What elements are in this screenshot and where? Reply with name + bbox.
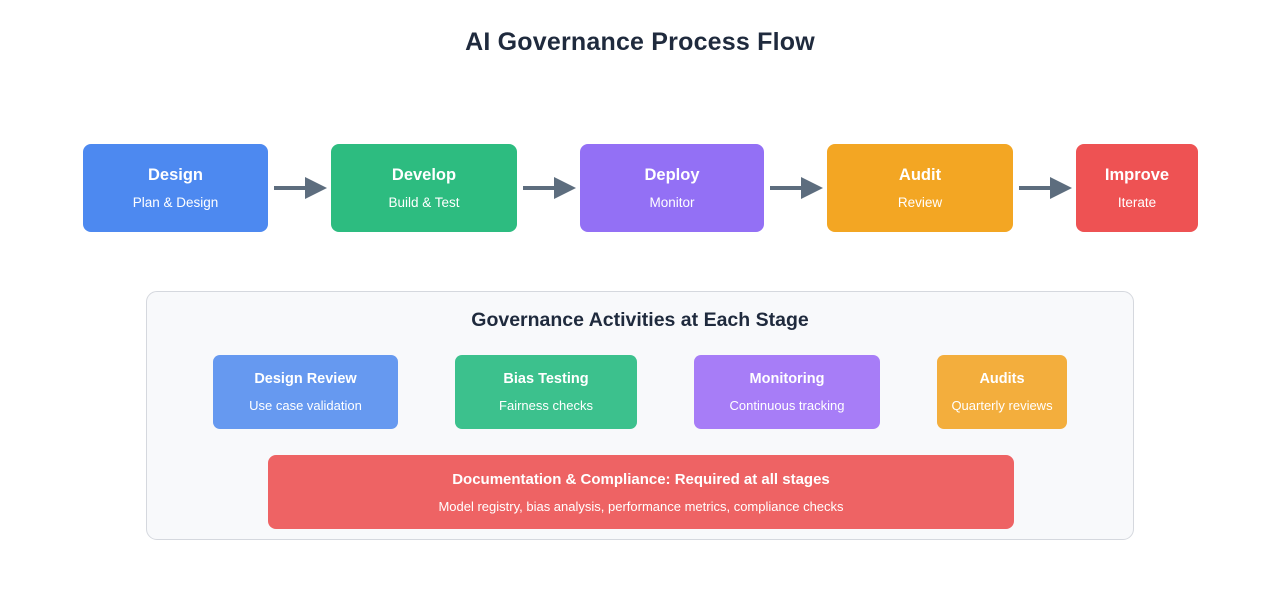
activity-card-bias-testing[interactable]: Bias Testing Fairness checks [455, 355, 637, 429]
stage-subtitle: Review [897, 195, 943, 210]
flow-arrow-4 [1013, 177, 1076, 199]
flow-arrow-3 [764, 177, 827, 199]
stage-subtitle: Plan & Design [132, 195, 219, 210]
stage-box-audit[interactable]: Audit Review [827, 144, 1013, 232]
stage-subtitle: Monitor [649, 195, 695, 210]
activity-card-design-review[interactable]: Design Review Use case validation [213, 355, 398, 429]
stage-subtitle: Iterate [1117, 195, 1157, 210]
stage-title: Develop [391, 165, 457, 184]
stage-subtitle: Build & Test [388, 195, 460, 210]
arrow-shaft [770, 186, 807, 190]
activity-card-audits[interactable]: Audits Quarterly reviews [937, 355, 1067, 429]
activity-subtitle: Use case validation [249, 397, 362, 413]
stage-title: Improve [1104, 165, 1170, 184]
activity-title: Design Review [254, 371, 357, 388]
flow-arrow-1 [268, 177, 331, 199]
activity-title: Bias Testing [503, 371, 589, 388]
activity-card-monitoring[interactable]: Monitoring Continuous tracking [694, 355, 880, 429]
governance-activities-panel: Governance Activities at Each Stage Desi… [146, 291, 1134, 540]
stage-box-improve[interactable]: Improve Iterate [1076, 144, 1198, 232]
stage-box-design[interactable]: Design Plan & Design [83, 144, 268, 232]
arrow-shaft [1019, 186, 1056, 190]
stage-box-deploy[interactable]: Deploy Monitor [580, 144, 764, 232]
activity-cards-row: Design Review Use case validation Bias T… [147, 355, 1133, 429]
arrow-head-icon [305, 177, 327, 199]
banner-title: Documentation & Compliance: Required at … [452, 470, 830, 488]
stage-title: Deploy [644, 165, 700, 184]
activity-subtitle: Quarterly reviews [951, 397, 1053, 413]
activity-subtitle: Fairness checks [499, 397, 593, 413]
stage-title: Design [147, 165, 203, 184]
activity-title: Audits [979, 371, 1025, 388]
stage-title: Audit [898, 165, 942, 184]
process-flow-row: Design Plan & Design Develop Build & Tes… [83, 144, 1198, 232]
flow-arrow-2 [517, 177, 580, 199]
activity-title: Monitoring [749, 371, 825, 388]
arrow-head-icon [554, 177, 576, 199]
arrow-head-icon [801, 177, 823, 199]
activity-subtitle: Continuous tracking [729, 397, 845, 413]
banner-subtitle: Model registry, bias analysis, performan… [438, 498, 844, 514]
arrow-shaft [523, 186, 560, 190]
arrow-shaft [274, 186, 311, 190]
arrow-head-icon [1050, 177, 1072, 199]
page-title: AI Governance Process Flow [465, 28, 815, 56]
stage-box-develop[interactable]: Develop Build & Test [331, 144, 517, 232]
panel-heading: Governance Activities at Each Stage [471, 309, 809, 331]
documentation-compliance-banner[interactable]: Documentation & Compliance: Required at … [268, 455, 1014, 529]
